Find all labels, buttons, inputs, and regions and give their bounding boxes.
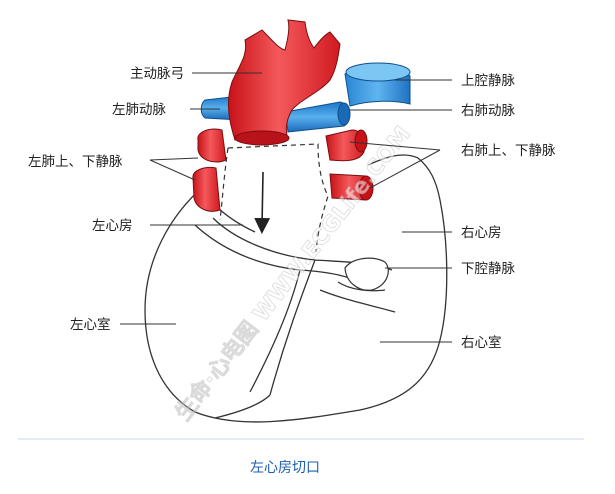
left-pulmonary-veins xyxy=(192,128,227,212)
label-right-ventricle: 右心室 xyxy=(461,334,502,351)
superior-vena-cava xyxy=(344,62,411,107)
label-left-atrium: 左心房 xyxy=(92,218,133,234)
label-left-pulmonary-veins: 左肺上、下静脉 xyxy=(28,154,123,170)
label-right-pulmonary-artery: 右肺动脉 xyxy=(461,103,515,119)
figure-caption: 左心房切口 xyxy=(250,460,320,476)
right-pulmonary-veins xyxy=(325,129,374,201)
labels: 主动脉弓 左肺动脉 左肺上、下静脉 左心房 左心室 上腔静脉 右肺动脉 右肺上、… xyxy=(28,66,556,351)
label-left-ventricle: 左心室 xyxy=(70,316,111,333)
label-left-pulmonary-artery: 左肺动脉 xyxy=(112,102,166,118)
left-atrium-incision xyxy=(219,143,329,253)
label-right-pulmonary-veins: 右肺上、下静脉 xyxy=(461,143,556,159)
heart-diagram: 生命·心电图 WWW.ECGLife.COM 主动脉弓 xyxy=(28,19,556,426)
label-aortic-arch: 主动脉弓 xyxy=(130,66,184,82)
label-superior-vena-cava: 上腔静脉 xyxy=(461,73,515,89)
label-inferior-vena-cava: 下腔静脉 xyxy=(461,261,515,277)
leader-lines xyxy=(120,72,452,343)
ivc-opening xyxy=(344,257,389,291)
incision-arrow xyxy=(254,171,271,234)
label-right-atrium: 右心房 xyxy=(461,225,502,241)
aorta xyxy=(227,19,341,146)
heart-figure: 生命·心电图 WWW.ECGLife.COM 主动脉弓 xyxy=(18,19,584,440)
